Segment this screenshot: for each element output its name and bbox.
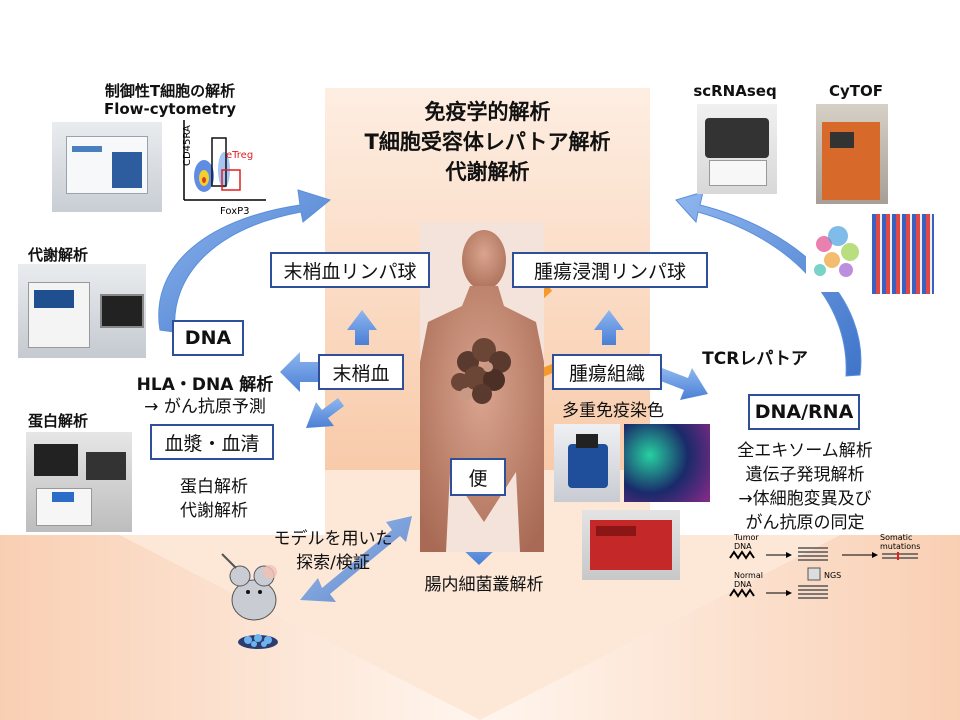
box-tumor-tissue: 腫瘍組織 xyxy=(552,354,662,390)
cytof-heatmap xyxy=(872,214,934,294)
ngs-somatic-label: Somatic xyxy=(880,533,912,542)
center-title-metabolism: 代謝解析 xyxy=(445,160,530,184)
label-somatic: →体細胞変異及び xyxy=(738,489,872,509)
multiplex-image xyxy=(624,424,710,502)
ngs-normal-label: Normal xyxy=(734,571,763,580)
box-tumor-infiltrating-lymphocytes: 腫瘍浸潤リンパ球 xyxy=(512,252,708,288)
flow-cytometer-photo xyxy=(52,122,162,212)
ngs-tumor-label2: DNA xyxy=(734,542,752,551)
arrow-up-left xyxy=(347,310,377,345)
label-tcr-repertoire: TCRレパトア xyxy=(702,349,808,369)
arrow-double-model xyxy=(300,516,412,602)
label-metabolic-analysis: 代謝解析 xyxy=(180,501,248,521)
label-model-line2: 探索/検証 xyxy=(296,553,370,573)
label-gut-microbiome: 腸内細菌叢解析 xyxy=(424,575,544,595)
bottom-center-wedge xyxy=(120,470,840,720)
label-cytof: CyTOF xyxy=(828,82,884,100)
label-antigen-identification: がん抗原の同定 xyxy=(745,513,865,533)
ngs-label: NGS xyxy=(824,571,841,580)
box-dna: DNA xyxy=(172,320,244,356)
arrow-left-dna xyxy=(280,352,318,392)
flow-xlabel: FoxP3 xyxy=(220,206,250,217)
label-multiplex-staining: 多重免疫染色 xyxy=(562,401,664,421)
label-wes: 全エキソーム解析 xyxy=(737,441,873,461)
cytof-instrument-photo xyxy=(816,104,888,204)
sequencer-photo xyxy=(582,510,680,580)
label-protein-analysis: 蛋白解析 xyxy=(180,477,248,497)
metabolic-analyzer-photo xyxy=(18,264,146,358)
scrnaseq-instrument-photo xyxy=(697,104,777,194)
box-dna-rna: DNA/RNA xyxy=(748,394,860,430)
bottom-left-wedge xyxy=(0,535,480,720)
label-antigen-prediction: → がん抗原予測 xyxy=(144,397,266,417)
arrow-diag-dnarna xyxy=(658,368,708,400)
human-body-illustration xyxy=(420,222,544,552)
tsne-plot xyxy=(806,212,868,292)
protein-analyzer-photo xyxy=(26,432,132,532)
flow-gate-label: eTreg xyxy=(226,150,253,161)
left-label-metabolism: 代謝解析 xyxy=(27,246,88,264)
flow-ylabel: CD45RA xyxy=(182,125,193,166)
ngs-diagram: Tumor DNA Somatic mutations Normal DNA N… xyxy=(729,533,920,599)
mouse-icon xyxy=(221,553,278,649)
arrow-diag-plasma xyxy=(306,398,344,428)
box-peripheral-blood: 末梢血 xyxy=(318,354,404,390)
ngs-normal-label2: DNA xyxy=(734,580,752,589)
center-title-tcr: T細胞受容体レパトア解析 xyxy=(364,130,611,154)
petri-dish-icon xyxy=(238,634,278,649)
body-silhouette-icon xyxy=(420,230,544,552)
left-label-protein: 蛋白解析 xyxy=(27,412,88,430)
top-left-title-flow: Flow-cytometry xyxy=(103,100,237,118)
bottom-right-wedge xyxy=(480,535,960,720)
multiplex-imager-photo xyxy=(554,424,620,502)
label-model-line1: モデルを用いた xyxy=(273,529,393,549)
center-title-immunology: 免疫学的解析 xyxy=(424,100,551,124)
box-plasma-serum: 血漿・血清 xyxy=(150,424,274,460)
arrow-up-right xyxy=(594,310,624,345)
box-peripheral-lymphocytes: 末梢血リンパ球 xyxy=(270,252,430,288)
ngs-somatic-label2: mutations xyxy=(880,542,920,551)
flow-plot: CD45RA FoxP3 eTreg xyxy=(182,120,266,217)
label-expression: 遺伝子発現解析 xyxy=(745,465,865,485)
left-curve-arrow xyxy=(158,189,332,333)
label-hla-dna: HLA・DNA 解析 xyxy=(136,375,274,395)
label-scrnaseq: scRNAseq xyxy=(693,82,777,100)
top-left-title-treg: 制御性T細胞の解析 xyxy=(104,82,236,100)
tumor-cluster-icon xyxy=(451,338,511,404)
ngs-tumor-label: Tumor xyxy=(733,533,759,542)
box-stool: 便 xyxy=(450,458,506,496)
